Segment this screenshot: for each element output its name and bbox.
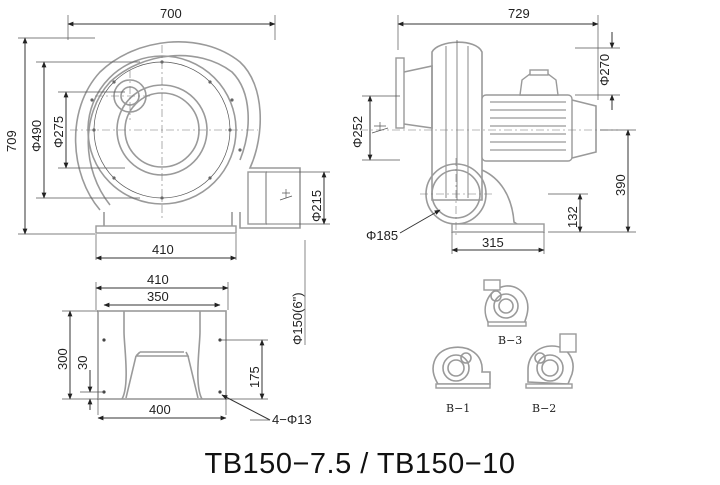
- base-outline: [97, 310, 227, 400]
- base-holes: [102, 338, 222, 394]
- dim-front-height: 709: [4, 130, 19, 152]
- dim-base-300: 300: [55, 348, 70, 370]
- model-title: TB150−7.5 / TB150−10: [205, 448, 516, 480]
- dim-side-width: 729: [508, 6, 530, 21]
- side-support: [481, 169, 521, 227]
- dim-inlet-diameter: Φ275: [51, 116, 66, 148]
- front-view: 700 709 Φ490 Φ275 Φ215 410: [4, 6, 330, 261]
- dim-base-410: 410: [147, 272, 169, 287]
- side-inlet-cone: [403, 65, 433, 129]
- front-housing: [74, 41, 301, 229]
- orientation-b3: B−3: [483, 279, 529, 347]
- side-view: 729 Φ270 390 132 Φ252 Φ185 315: [350, 6, 636, 254]
- dim-inlet-side-diameter: Φ252: [350, 116, 365, 148]
- dim-front-width: 700: [160, 6, 182, 21]
- side-flange: [395, 57, 405, 129]
- base-view: Φ150(6") 410 350 400 300 30 175 4−Φ13: [55, 240, 312, 427]
- motor-fan-cover: [571, 99, 597, 159]
- front-base: [95, 225, 237, 234]
- outlet-flange: [247, 171, 267, 225]
- dim-base-30: 30: [75, 356, 90, 370]
- dim-flange: Φ150(6"): [290, 292, 305, 345]
- terminal-box: [519, 73, 559, 96]
- dim-base-400: 400: [149, 402, 171, 417]
- dim-motor-diameter: Φ270: [597, 54, 612, 86]
- dim-side-height-390: 390: [613, 174, 628, 196]
- dim-base-175: 175: [247, 366, 262, 388]
- dim-base-holes: 4−Φ13: [272, 412, 312, 427]
- dim-side-height-132: 132: [565, 206, 580, 228]
- orientation-b1: B−1: [432, 346, 491, 415]
- dim-casing-diameter: Φ490: [29, 120, 44, 152]
- orientation-label-b2: B−2: [532, 402, 556, 415]
- front-housing-inner: [87, 54, 249, 206]
- dim-front-base: 410: [152, 242, 174, 257]
- side-base: [451, 223, 545, 233]
- dim-side-base: 315: [482, 235, 504, 250]
- dim-outlet-diameter: Φ215: [309, 190, 324, 222]
- dim-outlet-side-diameter: Φ185: [366, 228, 398, 243]
- orientation-label-b3: B−3: [498, 334, 522, 347]
- dim-base-350: 350: [147, 289, 169, 304]
- orientation-b2: B−2: [525, 333, 577, 415]
- motor-body: [481, 94, 573, 162]
- orientation-label-b1: B−1: [446, 402, 470, 415]
